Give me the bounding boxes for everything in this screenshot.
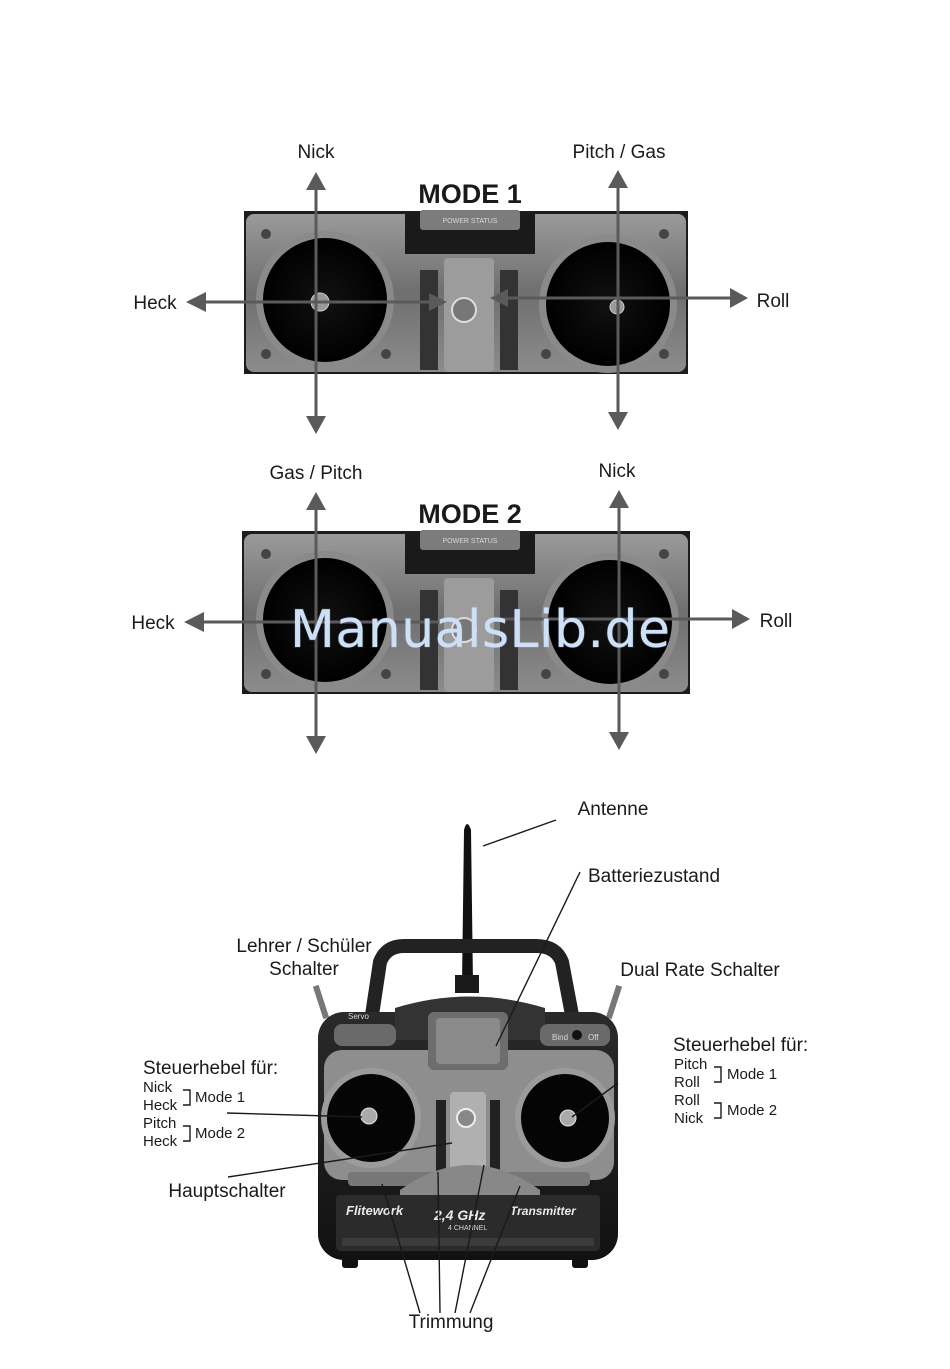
mode1-panel: POWER STATUS	[244, 210, 688, 374]
left-stick-m1-label: Mode 1	[195, 1089, 245, 1106]
mode2-right-side-label: Roll	[760, 611, 793, 632]
antenna-label: Antenne	[578, 799, 649, 820]
left-stick-m2-a: Pitch	[143, 1115, 176, 1132]
mode2-left-side-label: Heck	[131, 613, 175, 634]
mode2-arrows	[184, 490, 750, 754]
mode2-power-status-text: POWER STATUS	[443, 538, 498, 545]
mode1-left-up-label: Nick	[298, 142, 335, 163]
mode1-arrows	[186, 170, 748, 434]
battery-label: Batteriezustand	[588, 866, 720, 887]
trim-label: Trimmung	[409, 1312, 494, 1333]
watermark: ManualsLib.de	[290, 600, 671, 660]
mode1-right-up-label: Pitch / Gas	[573, 142, 666, 163]
transmitter-illustration: Servo Bind Off Flitework 2,4 GHz 4 CHANN…	[312, 824, 623, 1268]
right-stick-m2-a: Roll	[674, 1092, 700, 1109]
off-label: Off	[588, 1033, 599, 1042]
mode1-right-side-label: Roll	[757, 291, 790, 312]
left-stick-title: Steuerhebel für:	[143, 1058, 278, 1079]
mode1-left-side-label: Heck	[133, 293, 177, 314]
left-stick-m1-b: Heck	[143, 1097, 178, 1114]
right-stick-m2-b: Nick	[674, 1110, 704, 1127]
trainer-switch-label-line1: Lehrer / Schüler	[236, 936, 372, 957]
frequency-text: 2,4 GHz	[433, 1207, 485, 1223]
mode1-power-status-text: POWER STATUS	[443, 218, 498, 225]
mode1-title: MODE 1	[418, 179, 522, 209]
leader-lines	[183, 819, 722, 1314]
mode2-left-up-label: Gas / Pitch	[270, 463, 363, 484]
right-stick-m1-b: Roll	[674, 1074, 700, 1091]
right-stick-m2-label: Mode 2	[727, 1102, 777, 1119]
servo-label: Servo	[348, 1012, 369, 1021]
transmitter-text: Transmitter	[510, 1204, 577, 1218]
channel-text: 4 CHANNEL	[448, 1225, 487, 1232]
right-stick-m1-a: Pitch	[674, 1056, 707, 1073]
trainer-switch-label-line2: Schalter	[269, 959, 339, 980]
mode2-title: MODE 2	[418, 499, 522, 529]
bind-label: Bind	[552, 1033, 568, 1042]
left-stick-m2-b: Heck	[143, 1133, 178, 1150]
left-stick-m1-a: Nick	[143, 1079, 173, 1096]
mode2-right-up-label: Nick	[599, 461, 636, 482]
dual-rate-label: Dual Rate Schalter	[620, 960, 780, 981]
right-stick-m1-label: Mode 1	[727, 1066, 777, 1083]
right-stick-title: Steuerhebel für:	[673, 1035, 808, 1056]
left-stick-m2-label: Mode 2	[195, 1125, 245, 1142]
main-switch-label: Hauptschalter	[168, 1181, 286, 1202]
brand-text: Flitework	[346, 1203, 404, 1218]
